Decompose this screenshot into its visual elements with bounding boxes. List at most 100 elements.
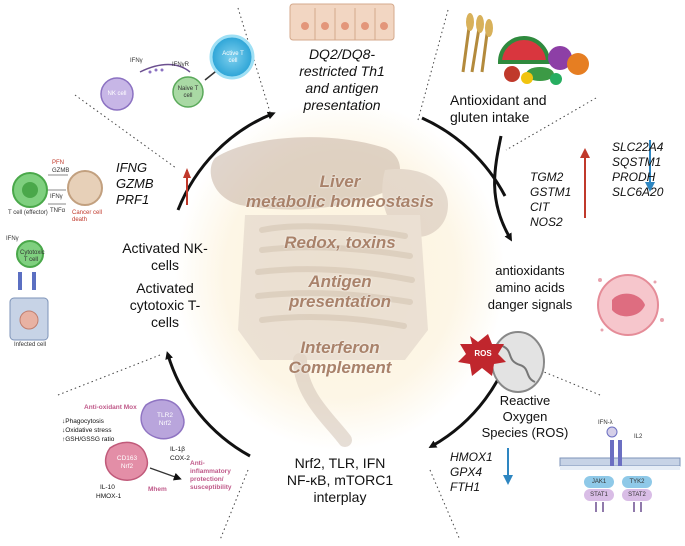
jak-stat-panel-illustration [559,426,681,512]
gene-prf1: PRF1 [116,192,150,207]
il10-label: IL-10 [100,484,115,491]
gene-gstm1: GSTM1 [530,185,572,199]
food-illustration [461,13,589,85]
right-curved-arrow [493,135,513,242]
tyk2-label: TYK2 [629,479,645,485]
gluten-line: gluten intake [450,109,530,125]
cd163-label: CD163 [116,455,138,462]
center-line-presentation: presentation [288,292,392,311]
ros-label: Reactive Oxygen Species (ROS) [470,393,580,441]
phagocytosis-label: ↓Phagocytosis [62,418,104,425]
stat2-label: STAT2 [628,492,646,498]
left-line-1: Activated NK- [122,240,208,256]
center-interferon-label: Interferon Complement [230,338,450,378]
gzmb-label: GZMB [52,168,70,174]
nk-cell-label: NK cell [107,91,127,97]
ifng-2-label: IFNγ [6,236,19,242]
jak1-label: JAK1 [591,479,607,485]
immune-cell-right-illustration [597,274,664,336]
nk-panel-illustration [100,34,255,111]
center-line-antigen: Antigen [308,272,372,291]
upregulated-genes-right: TGM2 GSTM1 CIT NOS2 [530,170,571,230]
gene-hmox1: HMOX1 [450,450,493,464]
anti-inflammatory-label: Anti- inflammatory protection/ susceptib… [190,460,232,492]
amino-acids-line: amino acids [495,280,565,295]
il1b-label: IL-1β [170,446,185,453]
nrf2-label-1: Nrf2 [158,420,172,427]
infected-cell-label: Infected cell [13,342,47,348]
nk-ifngr-label: IFNγR [172,62,189,68]
downregulated-genes-right: SLC22A4 SQSTM1 PRODH SLC6A20 [612,140,663,200]
top-line-2: restricted Th1 [299,63,385,79]
gene-prodh: PRODH [612,170,656,184]
pfn-label: PFN [52,160,64,166]
gene-ifng: IFNG [116,160,148,175]
hmox-label: HMOX-1 [96,493,122,500]
ros-line-3: Species (ROS) [481,425,569,440]
bottom-line-3: interplay [313,489,367,505]
digestive-organs-illustration [210,137,448,447]
left-line-2: cells [150,257,179,273]
center-line-liver: Liver [319,172,361,191]
upregulated-genes-left: IFNG GZMB PRF1 [116,160,154,208]
gene-cit: CIT [530,200,550,214]
anti-line-1: Anti- [190,460,205,467]
top-line-3: and antigen [305,80,379,96]
gene-gpx4: GPX4 [450,465,483,479]
downregulated-genes-bottom: HMOX1 GPX4 FTH1 [450,450,493,495]
bottom-label: Nrf2, TLR, IFN NF-κB, mTORC1 interplay [270,455,410,506]
il2-label: IL2 [634,434,643,440]
ros-badge-text: ROS [474,349,492,358]
ifn-lambda-label: IFN-λ [598,420,613,426]
anti-line-2: inflammatory [190,468,231,475]
macrophage-panel-illustration [104,399,185,481]
ros-badge-shape [458,334,506,376]
stat1-label: STAT1 [590,492,608,498]
center-liver-label: Liver metabolic homeostasis [230,172,450,212]
nrf2-label-2: Nrf2 [120,463,134,470]
epithelium-illustration [289,3,395,41]
gsh-label: ↑GSH/GSSG ratio [62,436,115,443]
tcell-ifng-label: IFNγ [50,194,63,200]
active-tcell-label: Active T cell [222,51,244,64]
gene-gzmb: GZMB [116,176,154,191]
gene-slc22a4: SLC22A4 [612,140,664,154]
bottom-line-2: NF-κB, mTORC1 [286,472,394,488]
cox2-label: COX-2 [170,455,190,462]
oxidative-label: ↓Oxidative stress [62,427,112,434]
anti-line-4: susceptibility [190,484,232,491]
anti-line-3: protection/ [190,476,224,483]
center-line-complement: Complement [288,358,392,377]
left-label: Activated NK- cells Activated cytotoxic … [110,240,220,331]
top-label: DQ2/DQ8- restricted Th1 and antigen pres… [262,46,422,114]
tcell-effector-label: T cell (effector) [8,210,48,216]
naive-tcell-label: Naive T cell [177,86,199,99]
left-line-3: Activated [136,280,194,296]
center-redox-label: Redox, toxins [284,233,396,252]
ros-line-1: Reactive [499,393,551,408]
tnf-label: TNFα [50,208,66,214]
gene-sqstm1: SQSTM1 [612,155,662,169]
bottom-line-1: Nrf2, TLR, IFN [294,455,386,471]
gene-slc6a20: SLC6A20 [612,185,664,199]
left-line-4: cytotoxic T- [129,297,201,313]
gene-tgm2: TGM2 [530,170,564,184]
cytotoxic-tcell-label: Cytotoxic T cell [20,250,45,263]
mhem-label: Mhem [148,486,167,493]
ros-line-2: Oxygen [502,409,548,424]
right-mid-label: antioxidants amino acids danger signals [470,262,590,313]
top-line-1: DQ2/DQ8- [308,46,376,62]
tlr2-label: TLR2 [157,412,173,419]
gene-fth1: FTH1 [450,480,480,494]
center-line-metabolic: metabolic homeostasis [245,192,434,211]
mox-title: Anti-oxidant Mox [84,404,137,411]
danger-signals-line: danger signals [487,297,573,312]
regulation-arrows [183,140,655,485]
top-right-label: Antioxidant and gluten intake [450,92,585,126]
left-line-5: cells [150,314,179,330]
cancer-death-label: Cancer cell death [72,210,103,223]
center-antigen-label: Antigen presentation [230,272,450,312]
tcell-panel-illustration [9,170,103,341]
center-line-interferon: Interferon [300,338,380,357]
